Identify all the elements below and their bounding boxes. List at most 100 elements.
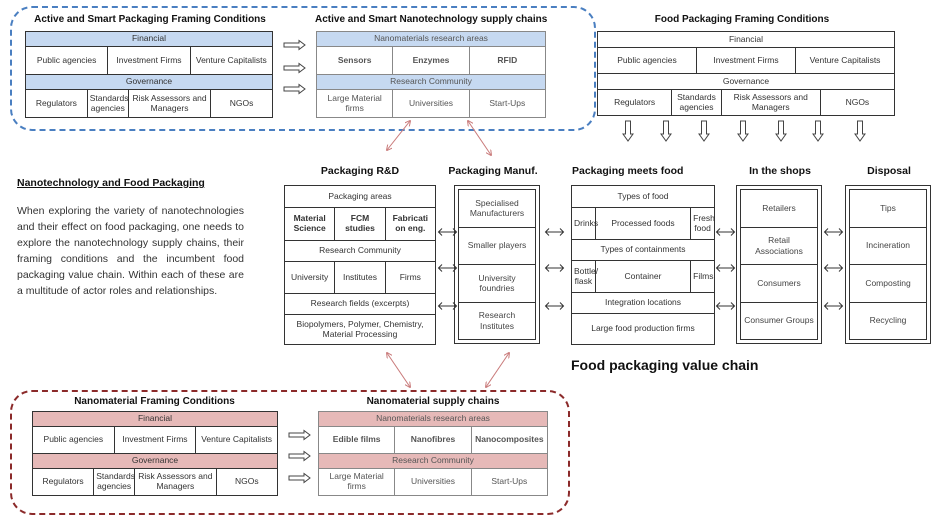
manuf-item: University foundries [459, 265, 535, 303]
arrow-right-icon [288, 429, 311, 441]
rnd-fields: Biopolymers, Polymer, Chemistry, Materia… [284, 314, 436, 345]
area-enzymes: Enzymes [392, 46, 470, 75]
area-sensors: Sensors [315, 46, 394, 75]
bidirectional-arrow-icon [823, 264, 844, 272]
research-community-header: Research Community [316, 74, 546, 90]
gov-standards: Standards agencies [93, 468, 136, 496]
bidirectional-arrow-icon [437, 264, 458, 272]
rnd-title: Packaging R&D [320, 165, 400, 177]
disposal-title: Disposal [867, 165, 911, 177]
arrow-down-icon [854, 120, 866, 142]
gov-ngos: NGOs [210, 89, 273, 118]
disposal-item: Tips [850, 190, 926, 228]
containment-bottle: Bottle/ flask [571, 260, 598, 293]
disposal-column: Tips Incineration Composting Recycling [845, 185, 931, 344]
area-nanocomposites: Nanocomposites [470, 426, 549, 454]
gov-regulators: Regulators [31, 468, 95, 496]
area-edible-films: Edible films [317, 426, 396, 454]
financial-header: Financial [25, 31, 273, 47]
rnd-firms: Firms [384, 261, 437, 294]
manuf-item: Smaller players [459, 228, 535, 265]
shops-item: Consumers [741, 265, 817, 303]
arrow-down-icon [622, 120, 634, 142]
integration-firms: Large food production firms [571, 313, 715, 345]
bidirectional-arrow-icon [715, 228, 736, 236]
area-rfid: RFID [468, 46, 547, 75]
shops-item: Consumer Groups [744, 315, 814, 326]
arrow-right-icon [283, 83, 306, 95]
intro-heading: Nanotechnology and Food Packaging [17, 177, 205, 189]
shops-column: Retailers Retail Associations Consumers … [736, 185, 822, 344]
containment-container: Container [594, 260, 692, 293]
gov-standards: Standards agencies [671, 89, 722, 116]
fin-public-agencies: Public agencies [24, 46, 109, 75]
community-start-ups: Start-Ups [468, 89, 547, 118]
nano-framing-title: Nanomaterial Framing Conditions [74, 396, 235, 407]
arrow-rnd-to-active [387, 121, 410, 150]
fin-investment-firms: Investment Firms [113, 426, 197, 454]
fin-investment-firms: Investment Firms [107, 46, 191, 75]
community-large-material-firms: Large Material firms [317, 468, 396, 496]
active-smart-supply-table: Nanomaterials research areas Sensors Enz… [315, 31, 547, 118]
arrow-manuf-to-active [468, 121, 491, 155]
fin-public-agencies: Public agencies [597, 47, 697, 74]
bidirectional-arrow-icon [715, 264, 736, 272]
bidirectional-arrow-icon [544, 302, 565, 310]
meets-food-table: Types of food Drinks Processed foods Fre… [571, 185, 715, 345]
arrow-rnd-to-nano [387, 353, 410, 387]
gov-ngos: NGOs [819, 89, 896, 116]
active-smart-group [10, 6, 596, 131]
active-smart-supply-title: Active and Smart Nanotechnology supply c… [315, 14, 548, 25]
arrow-down-icon [812, 120, 824, 142]
disposal-item: Composting [850, 265, 926, 303]
gov-ngos: NGOs [215, 468, 279, 496]
bidirectional-arrow-icon [544, 264, 565, 272]
arrow-right-icon [283, 39, 306, 51]
food-framing-title: Food Packaging Framing Conditions [654, 14, 830, 25]
community-large-material-firms: Large Material firms [315, 89, 394, 118]
nano-supply-title: Nanomaterial supply chains [366, 396, 500, 407]
shops-title: In the shops [749, 165, 811, 177]
arrow-right-icon [288, 450, 311, 462]
gov-risk-assessors: Risk Assessors and Managers [134, 468, 217, 496]
intro-paragraph: When exploring the variety of nanotechno… [17, 205, 244, 297]
fin-venture-capitalists: Venture Capitalists [195, 426, 278, 454]
community-start-ups: Start-Ups [470, 468, 549, 496]
active-smart-framing-title: Active and Smart Packaging Framing Condi… [34, 14, 266, 25]
gov-risk-assessors: Risk Assessors and Managers [127, 89, 212, 118]
manuf-title: Packaging Manuf. [448, 165, 538, 177]
food-fresh: Fresh food [690, 207, 715, 240]
bidirectional-arrow-icon [823, 302, 844, 310]
nano-framing-table: Financial Public agencies Investment Fir… [31, 411, 279, 496]
food-drinks: Drinks [571, 207, 598, 240]
area-nanofibres: Nanofibres [394, 426, 472, 454]
arrow-down-icon [660, 120, 672, 142]
governance-header: Governance [32, 453, 278, 469]
arrow-right-icon [283, 62, 306, 74]
fin-venture-capitalists: Venture Capitalists [189, 46, 274, 75]
nanomaterial-group [10, 390, 570, 515]
research-community-header: Research Community [318, 453, 548, 469]
bidirectional-arrow-icon [544, 228, 565, 236]
active-smart-framing-table: Financial Public agencies Investment Fir… [24, 31, 274, 118]
gov-standards: Standards agencies [86, 89, 129, 118]
bidirectional-arrow-icon [437, 302, 458, 310]
community-universities: Universities [394, 468, 472, 496]
bidirectional-arrow-icon [715, 302, 736, 310]
arrow-down-icon [737, 120, 749, 142]
rnd-institutes: Institutes [334, 261, 386, 294]
shops-item: Retail Associations [741, 228, 817, 265]
bidirectional-arrow-icon [437, 228, 458, 236]
arrow-down-icon [775, 120, 787, 142]
manuf-column: Specialised Manufacturers Smaller player… [454, 185, 540, 344]
manuf-item: Research Institutes [478, 310, 516, 331]
rnd-area-fabrication: Fabricati on eng. [384, 207, 437, 241]
manuf-item: Specialised Manufacturers [459, 190, 535, 228]
bidirectional-arrow-icon [823, 228, 844, 236]
gov-risk-assessors: Risk Assessors and Managers [720, 89, 821, 116]
value-chain-title: Food packaging value chain [571, 357, 759, 373]
shops-item: Retailers [741, 190, 817, 228]
financial-header: Financial [32, 411, 278, 427]
rnd-area-material-science: Material Science [283, 207, 336, 241]
